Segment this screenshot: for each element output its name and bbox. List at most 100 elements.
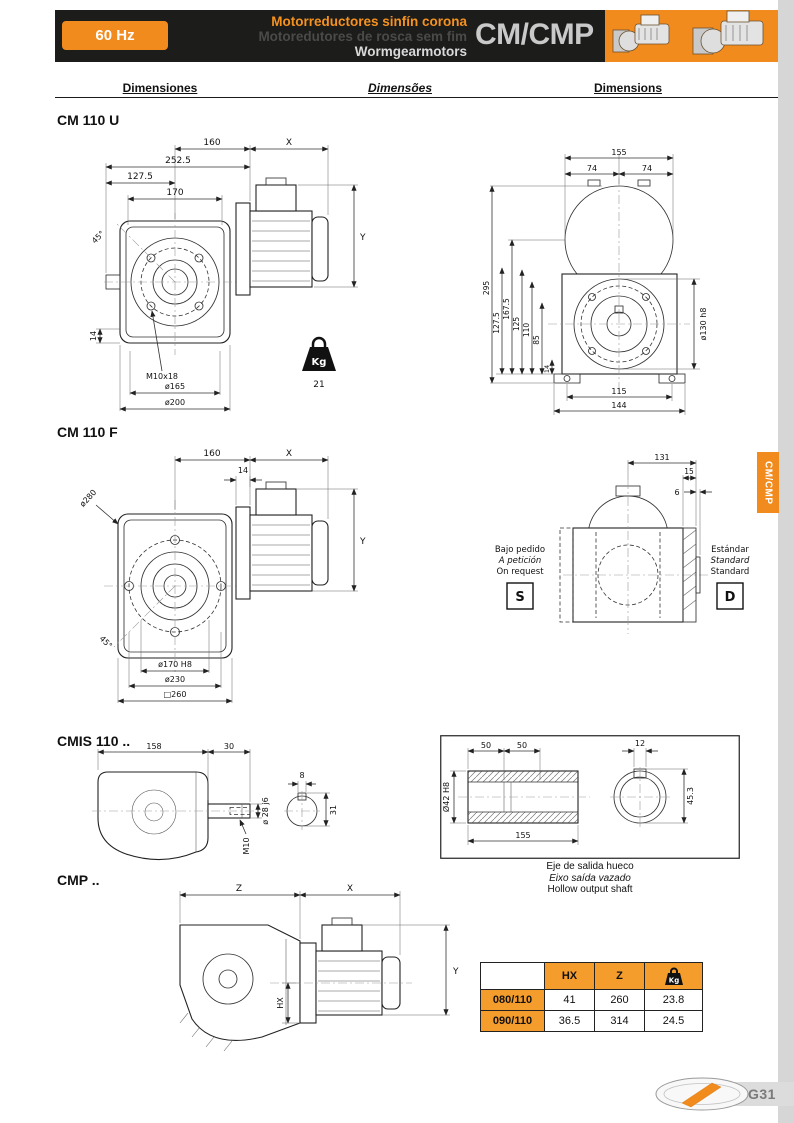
table-cell: 36.5 xyxy=(545,1011,595,1032)
series-side-tab-label: CM/CMP xyxy=(762,460,774,505)
standard-note: Estándar Standard Standard D xyxy=(711,545,750,610)
cm110f-mount-options-drawing: 131 15 6 Bajo pedido A petición On reque… xyxy=(495,453,750,634)
table-cell: 41 xyxy=(545,990,595,1011)
dim-label: HX xyxy=(276,997,285,1009)
cm110u-side-view-drawing: 160 X 252.5 127.5 170 45° 14 M10x18 ø165… xyxy=(89,138,366,412)
table-cell: 24.5 xyxy=(645,1011,703,1032)
dim-label: 155 xyxy=(611,148,626,157)
dim-label: M10x18 xyxy=(146,372,178,381)
option-letter-d: D xyxy=(725,590,736,605)
caption-es: Eje de salida hueco xyxy=(546,861,634,872)
table-cell: 260 xyxy=(595,990,645,1011)
cmp-side-view-drawing: Z X HX Y xyxy=(179,884,459,1052)
weight-value: 21 xyxy=(313,380,324,390)
option-letter-s: S xyxy=(515,590,524,605)
table-cell: 314 xyxy=(595,1011,645,1032)
dim-label: 50 xyxy=(481,741,491,750)
weight-icon-label: Kg xyxy=(668,977,678,985)
dim-label: Y xyxy=(359,537,366,547)
motor-side-view xyxy=(299,917,401,1024)
section-title-cm110f: CM 110 F xyxy=(57,424,118,440)
dim-label: 125 xyxy=(512,317,521,332)
note-es: Bajo pedido xyxy=(495,545,545,555)
product-photos xyxy=(605,10,778,62)
page-title: Motorreductores sinfín corona Motoreduto… xyxy=(167,14,467,59)
dim-label: Ø42 H8 xyxy=(441,782,451,812)
gearbox-silhouette xyxy=(97,771,209,861)
weight-icon: Kg xyxy=(664,967,683,985)
dim-label: Y xyxy=(359,233,366,243)
table-cell: 23.8 xyxy=(645,990,703,1011)
dim-label: 295 xyxy=(482,281,491,296)
shaft-end-view xyxy=(284,791,320,830)
dim-label: ø200 xyxy=(165,398,185,407)
dim-label: 30 xyxy=(224,742,234,751)
dim-label: 170 xyxy=(166,188,183,198)
weight-icon-label: Kg xyxy=(312,357,327,368)
dim-label: 160 xyxy=(203,449,220,459)
page-edge-strip xyxy=(778,0,794,1123)
note-en: On request xyxy=(496,567,544,577)
flange-front-view xyxy=(104,500,246,672)
dim-label: X xyxy=(347,884,353,894)
dim-label: 14 xyxy=(89,331,98,341)
dim-label: 31 xyxy=(329,805,338,815)
note-pt: Standard xyxy=(711,556,750,566)
dim-label: 160 xyxy=(203,138,220,148)
header-rule xyxy=(55,97,778,98)
flange-option-s xyxy=(559,527,574,623)
table-header-weight: Kg xyxy=(645,963,703,990)
colhead-en: Dimensions xyxy=(593,81,662,95)
cmis-shaft-drawing: 158 30 ø 28 j6 8 M10 31 xyxy=(92,742,338,861)
motor-side-view xyxy=(235,177,329,296)
dim-label: ø230 xyxy=(165,675,185,684)
cmp-dimensions-table: HX Z Kg 080/110 41 260 23.8 090/110 36.5… xyxy=(480,962,703,1032)
dim-label: 15 xyxy=(684,467,694,476)
flange-option-d xyxy=(682,527,701,623)
gearbox-front-view xyxy=(104,213,246,355)
dim-label: 127.5 xyxy=(492,312,501,334)
frequency-badge: 60 Hz xyxy=(62,21,168,50)
dim-label: 158 xyxy=(146,742,161,751)
motor-photo-illustration xyxy=(612,10,764,55)
dim-label: 115 xyxy=(611,387,626,396)
dim-label: 8 xyxy=(299,771,304,780)
caption-en: Hollow output shaft xyxy=(547,884,633,895)
note-en: Standard xyxy=(711,567,750,577)
on-request-note: Bajo pedido A petición On request S xyxy=(495,545,545,610)
hollow-shaft-end-view xyxy=(610,767,670,827)
colhead-es: Dimensiones xyxy=(122,81,198,95)
dim-label: ø280 xyxy=(78,488,98,509)
table-header-empty xyxy=(481,963,545,990)
dim-label: 155 xyxy=(515,831,530,840)
hollow-shaft-caption: Eje de salida hueco Eixo saída vazado Ho… xyxy=(440,861,740,896)
colhead-pt: Dimensões xyxy=(367,81,433,95)
dim-label: ø130 h8 xyxy=(699,308,708,341)
dim-label: 167.5 xyxy=(502,298,511,320)
cm110u-rear-view-drawing: 155 74 74 295 127.5 167.5 125 110 85 14 … xyxy=(482,148,708,415)
title-es: Motorreductores sinfín corona xyxy=(271,14,467,29)
hollow-shaft-drawing: 50 50 Ø42 H8 155 12 45.3 xyxy=(440,735,740,859)
header-band: 60 Hz Motorreductores sinfín corona Moto… xyxy=(55,10,778,62)
dim-label: X xyxy=(286,138,292,148)
dim-label: Y xyxy=(452,967,459,977)
dim-label: ø 28 j6 xyxy=(261,797,270,824)
dim-label: 110 xyxy=(522,323,531,338)
dim-label: X xyxy=(286,449,292,459)
company-logo xyxy=(655,1077,749,1111)
dim-label: 14 xyxy=(238,466,248,475)
title-pt: Motoredutores de rosca sem fim xyxy=(258,29,467,44)
dim-label: 144 xyxy=(611,401,626,410)
section-title-cmis: CMIS 110 .. xyxy=(57,733,131,749)
series-side-tab: CM/CMP xyxy=(757,452,779,513)
title-en: Wormgearmotors xyxy=(354,44,467,59)
dim-label: ø165 xyxy=(165,382,185,391)
section-title-cmp: CMP .. xyxy=(57,872,100,888)
dim-label: 85 xyxy=(532,335,541,345)
dim-label: □260 xyxy=(164,690,187,699)
note-pt: A petición xyxy=(498,555,541,566)
dim-label: 12 xyxy=(635,739,645,748)
dim-label: 45° xyxy=(98,634,114,650)
dim-label: 74 xyxy=(587,164,597,173)
